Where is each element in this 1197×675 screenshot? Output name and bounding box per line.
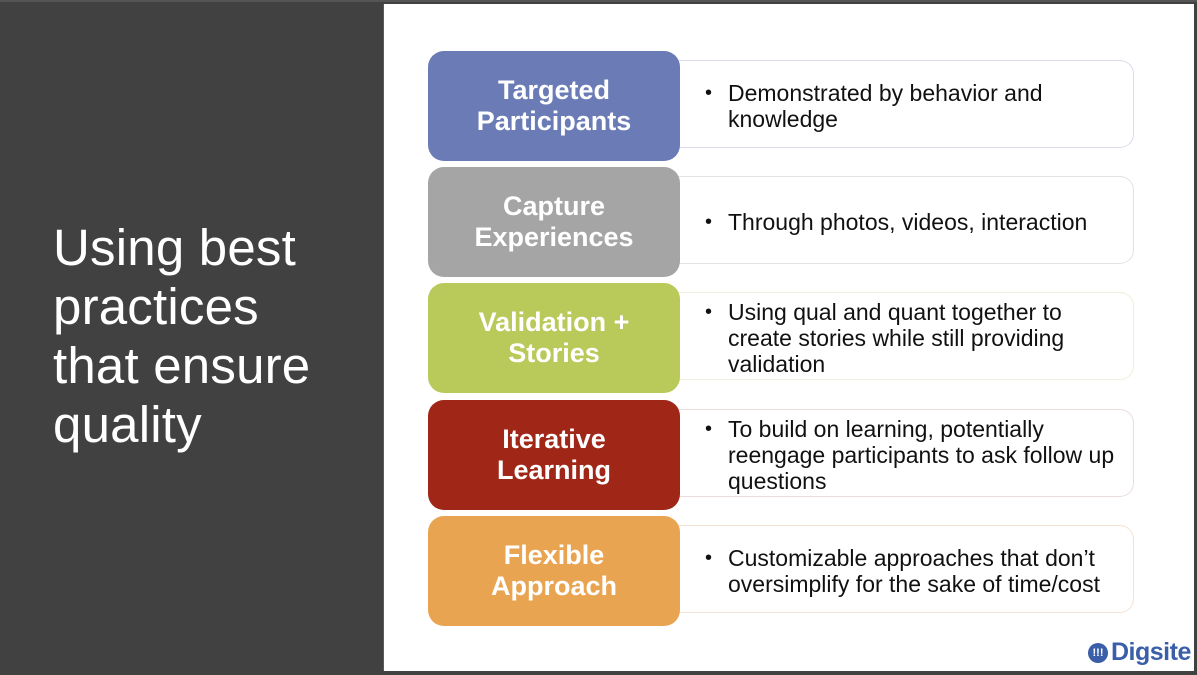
label-box: Validation +Stories <box>428 283 680 393</box>
bullet-text: Through photos, videos, interaction <box>704 209 1128 235</box>
description-bullet: Using qual and quant together to create … <box>704 283 1128 393</box>
slide-title: Using best practices that ensure quality <box>53 218 373 454</box>
description-bullet: To build on learning, potentially reenga… <box>704 400 1128 510</box>
title-line: that ensure <box>53 337 311 394</box>
label-text: Validation +Stories <box>478 307 630 368</box>
digsite-logo: !!! Digsite <box>1088 638 1191 667</box>
top-edge <box>0 0 1197 2</box>
title-line: practices <box>53 278 259 335</box>
bullet-text: Customizable approaches that don’t overs… <box>704 545 1128 597</box>
title-line: Using best <box>53 219 296 276</box>
description-bullet: Customizable approaches that don’t overs… <box>704 516 1128 626</box>
bullet-text: Demonstrated by behavior and knowledge <box>704 80 1128 132</box>
logo-text: Digsite <box>1111 638 1191 666</box>
practice-row-validation-stories: Validation +Stories Using qual and quant… <box>428 283 1136 393</box>
bullet-text: Using qual and quant together to create … <box>704 299 1128 377</box>
description-bullet: Demonstrated by behavior and knowledge <box>704 51 1128 161</box>
description-bullet: Through photos, videos, interaction <box>704 167 1128 277</box>
bullet-text: To build on learning, potentially reenga… <box>704 416 1128 494</box>
title-line: quality <box>53 396 202 453</box>
digsite-logo-icon: !!! <box>1088 642 1108 663</box>
